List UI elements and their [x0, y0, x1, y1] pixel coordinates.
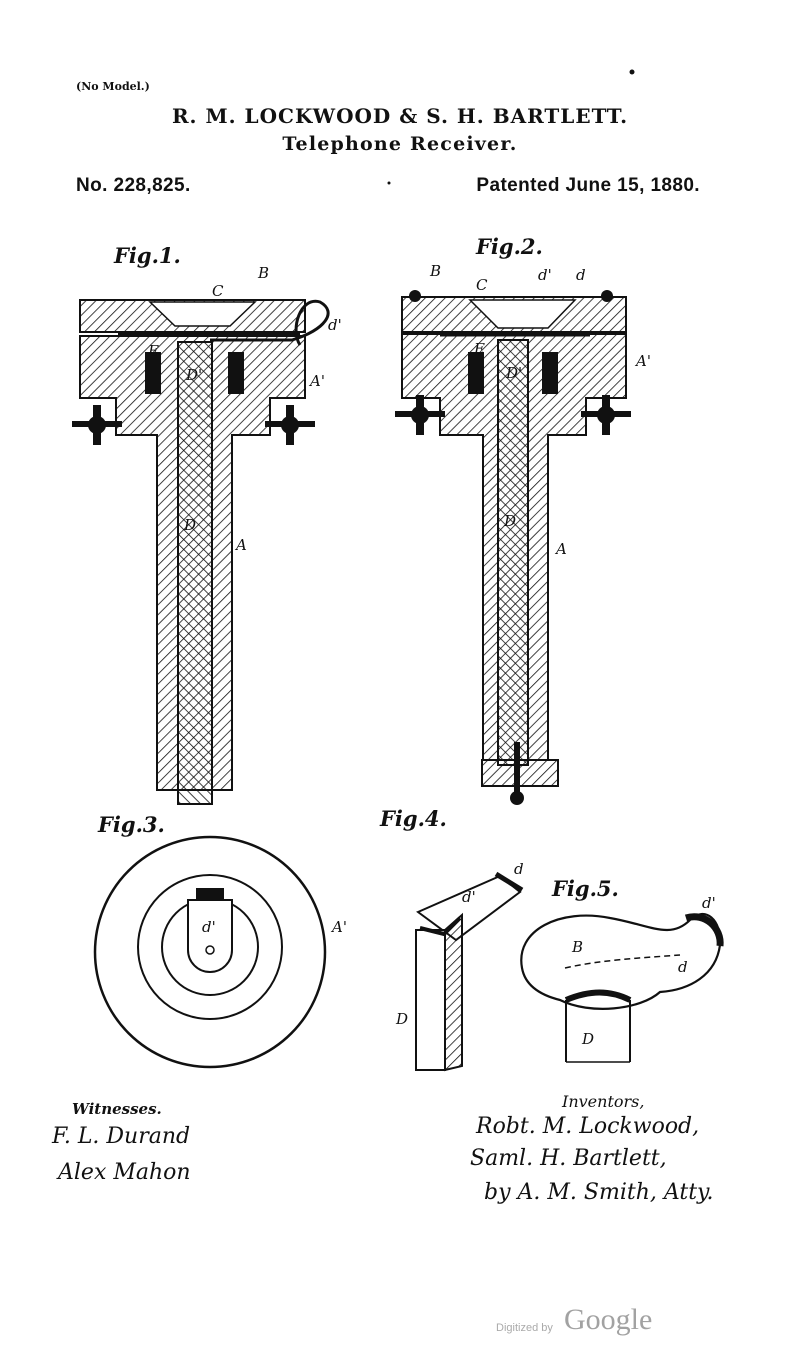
fig5-letter: D	[582, 1030, 595, 1048]
inventors-heading: R. M. LOCKWOOD & S. H. BARTLETT.	[171, 104, 629, 128]
fig4-label: Fig.4.	[380, 806, 447, 831]
digitized-note: Digitized by	[496, 1322, 553, 1334]
fig2-letter: E	[474, 340, 485, 358]
fig5-drawing	[520, 913, 724, 1063]
fig5-label: Fig.5.	[552, 876, 619, 901]
fig2-letter: D	[504, 512, 517, 530]
fig2-letter: d'	[538, 266, 552, 284]
patent-number: No. 228,825.	[76, 175, 191, 196]
fig5-letter: B	[572, 938, 584, 956]
fig4-drawing	[415, 871, 524, 1072]
patent-subject: Telephone Receiver.	[282, 133, 518, 155]
fig2-letter: A'	[636, 352, 651, 370]
google-watermark: Google	[564, 1303, 653, 1336]
fig2-letter: A	[556, 540, 567, 558]
fig1-letter: A	[236, 536, 247, 554]
fig4-letter: D	[396, 1010, 409, 1028]
witnesses-heading: Witnesses.	[72, 1100, 162, 1118]
fig3-letter: A'	[332, 918, 347, 936]
fig2-letter: D'	[506, 364, 523, 382]
fig5-letter: d	[678, 958, 688, 976]
inventor-signature: Saml. H. Bartlett,	[470, 1146, 667, 1171]
fig3-drawing	[93, 835, 327, 1069]
fig1-letter: A'	[310, 372, 325, 390]
fig2-drawing	[395, 290, 631, 805]
witness-signature: Alex Mahon	[58, 1160, 191, 1185]
fig2-label: Fig.2.	[476, 234, 543, 259]
fig1-letter: D'	[186, 366, 203, 384]
fig2-letter: C	[476, 276, 488, 294]
fig1-letter: C	[212, 282, 224, 300]
fig1-letter: D	[184, 516, 197, 534]
fig1-label: Fig.1.	[114, 243, 181, 268]
patent-date: Patented June 15, 1880.	[476, 175, 700, 196]
fig2-letter: d	[576, 266, 586, 284]
speck	[629, 69, 635, 75]
fig1-letter: E	[148, 342, 159, 360]
fig1-letter: d'	[328, 316, 342, 334]
inventor-signature: Robt. M. Lockwood,	[476, 1114, 700, 1139]
fig5-letter: d'	[702, 894, 716, 912]
fig1-letter: B	[258, 264, 270, 282]
fig4-letter: d'	[462, 888, 476, 906]
no-model-note: (No Model.)	[76, 80, 150, 93]
attorney-signature: by A. M. Smith, Atty.	[484, 1180, 714, 1205]
fig4-letter: d	[514, 860, 524, 878]
inventors-label: Inventors,	[562, 1092, 645, 1111]
fig1-drawing	[72, 299, 330, 805]
fig3-letter: d'	[202, 918, 216, 936]
fig2-letter: B	[430, 262, 442, 280]
witness-signature: F. L. Durand	[52, 1124, 191, 1149]
speck	[387, 181, 391, 185]
fig3-label: Fig.3.	[98, 812, 165, 837]
